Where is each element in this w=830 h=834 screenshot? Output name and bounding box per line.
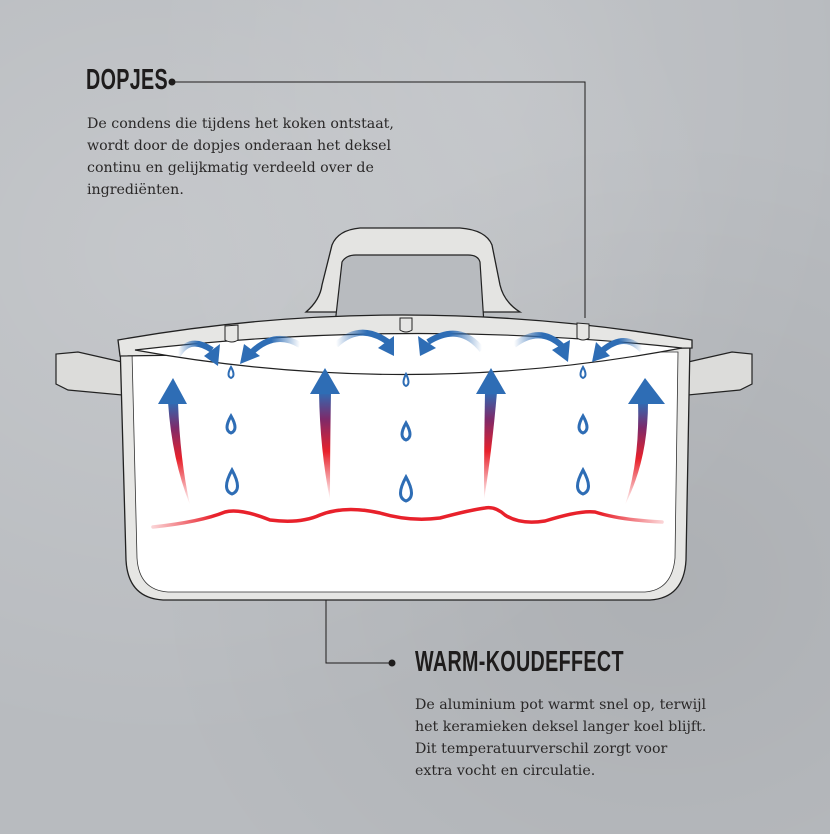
- dopjes-line: ingrediënten.: [87, 182, 184, 198]
- warm-koud-line: De aluminium pot warmt snel op, terwijl: [415, 697, 707, 713]
- left-handle: [55, 351, 123, 396]
- heat-wave: [151, 505, 664, 529]
- lid-inner-rim: [134, 332, 683, 376]
- dopjes-title: DOPJES: [86, 64, 169, 96]
- up-arrow: [476, 368, 506, 500]
- dopjes-line: De condens die tijdens het koken ontstaa…: [87, 116, 394, 132]
- dopjes-line: continu en gelijkmatig verdeeld over de: [87, 160, 374, 176]
- up-arrow: [310, 368, 340, 500]
- warm-koud-line: Dit temperatuurverschil zorgt voor: [415, 741, 668, 757]
- warm-koud-title: WARM-KOUDEFFECT: [415, 646, 624, 678]
- droplet-icon: [227, 364, 235, 380]
- right-handle: [687, 351, 753, 396]
- steam-arrows: [158, 368, 665, 505]
- up-arrow: [625, 378, 665, 505]
- droplets: [225, 364, 590, 503]
- droplet-icon: [577, 412, 589, 435]
- dopjes-description: De condens die tijdens het koken ontstaa…: [87, 113, 394, 201]
- up-arrow: [158, 378, 190, 505]
- lid-dop: [399, 317, 413, 333]
- lid-dop: [224, 324, 239, 343]
- warm-koud-description: De aluminium pot warmt snel op, terwijl …: [415, 694, 706, 782]
- condensation-arrows: [175, 329, 645, 366]
- droplet-icon: [576, 466, 590, 496]
- dopjes-leader-line: [168, 78, 586, 318]
- droplet-icon: [225, 466, 239, 496]
- droplet-icon: [402, 371, 410, 388]
- warm-koud-line: het keramieken deksel langer koel blijft…: [415, 719, 707, 735]
- droplet-icon: [225, 412, 237, 435]
- droplet-icon: [399, 473, 413, 503]
- droplet-icon: [579, 364, 587, 380]
- droplet-icon: [400, 419, 412, 442]
- dopjes-line: wordt door de dopjes onderaan het deksel: [87, 138, 392, 154]
- warm-koud-line: extra vocht en circulatie.: [415, 763, 596, 779]
- lid-dop: [576, 322, 590, 341]
